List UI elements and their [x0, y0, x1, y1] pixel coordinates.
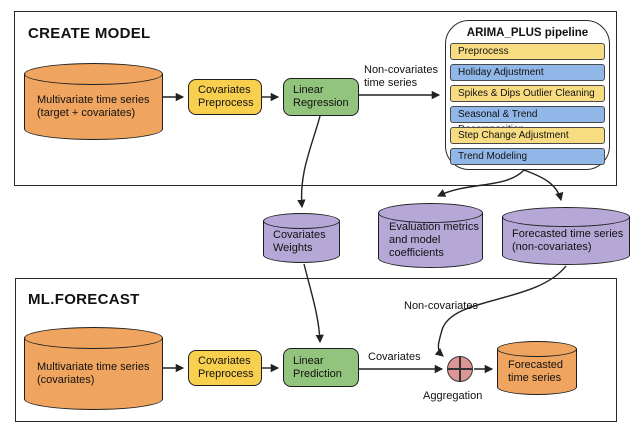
linear-regression-label: Linear Regression: [293, 84, 349, 109]
train-input-cylinder: Multivariate time series (target + covar…: [24, 63, 163, 140]
covariates-preprocess-train-node: Covariates Preprocess: [188, 79, 262, 115]
cylinder-body: [378, 213, 483, 268]
arima-plus-pipeline-title: ARIMA_PLUS pipeline: [466, 27, 589, 39]
forecast-output-label: Forecasted time series: [508, 359, 564, 384]
forecasted-noncovariates-label: Forecasted time series (non-covariates): [512, 228, 624, 253]
ml-forecast-title: ML.FORECAST: [28, 291, 140, 308]
forecast-input-label: Multivariate time series (covariates): [37, 361, 150, 386]
covariates-preprocess-forecast-label: Covariates Preprocess: [198, 355, 254, 380]
pipeline-step-preprocess: Preprocess: [450, 43, 605, 60]
create-model-title: CREATE MODEL: [28, 25, 151, 42]
linear-prediction-label: Linear Prediction: [293, 354, 342, 380]
pipeline-step-holiday-adjustment: Holiday Adjustment: [450, 64, 605, 81]
linear-regression-node: Linear Regression: [283, 78, 359, 116]
pipeline-step-step-change-adjustment: Step Change Adjustment: [450, 127, 605, 144]
evaluation-metrics-cylinder: Evaluation metrics and model coefficient…: [378, 203, 483, 268]
pipeline-step-trend-modeling: Trend Modeling: [450, 148, 605, 165]
forecast-input-cylinder: Multivariate time series (covariates): [24, 327, 163, 410]
covariates-weights-cylinder: Covariates Weights: [263, 213, 340, 263]
noncovariates-time-series-label: Non-covariates time series: [364, 64, 438, 89]
pipeline-step-spikes-dips-outlier-cleaning: Spikes & Dips Outlier Cleaning: [450, 85, 605, 102]
covariates-flow-label: Covariates: [368, 351, 421, 363]
noncovariates-flow-label: Non-covariates: [404, 300, 478, 312]
plus-horizontal-bar: [448, 368, 472, 370]
evaluation-metrics-label: Evaluation metrics and model coefficient…: [389, 221, 479, 259]
linear-prediction-node: Linear Prediction: [283, 348, 359, 387]
covariates-preprocess-train-label: Covariates Preprocess: [198, 84, 254, 109]
cylinder-body: [24, 74, 163, 140]
aggregation-operator-icon: [447, 356, 473, 382]
train-input-label: Multivariate time series (target + covar…: [37, 94, 150, 119]
covariates-weights-label: Covariates Weights: [273, 229, 326, 254]
cylinder-body: [24, 338, 163, 410]
aggregation-label: Aggregation: [423, 390, 483, 402]
pipeline-step-seasonal-trend-decomposition: Seasonal & Trend Decomposition: [450, 106, 605, 135]
covariates-preprocess-forecast-node: Covariates Preprocess: [188, 350, 262, 386]
forecasted-noncovariates-cylinder: Forecasted time series (non-covariates): [502, 207, 630, 265]
forecast-output-cylinder: Forecasted time series: [497, 341, 577, 395]
